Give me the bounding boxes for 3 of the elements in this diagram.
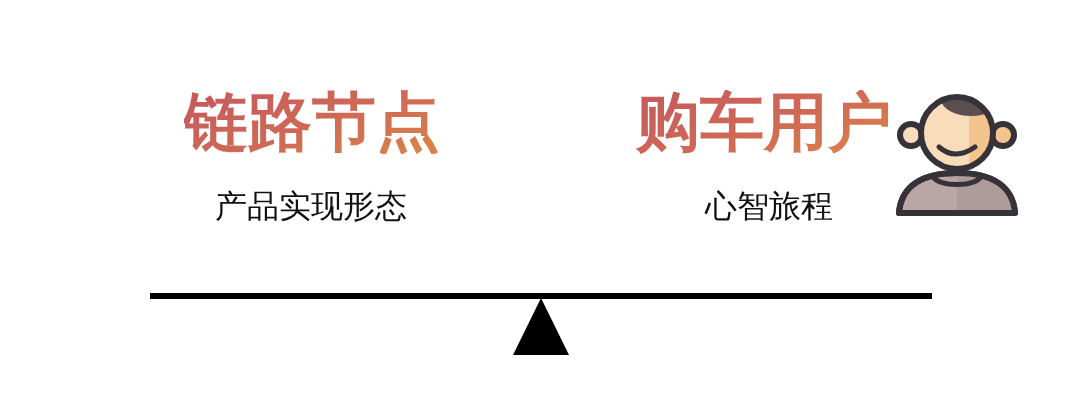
subtitle-text: 心智旅程 <box>705 190 833 222</box>
heading-text: 链路节点 <box>184 90 440 154</box>
subtitle-text: 产品实现形态 <box>215 190 407 222</box>
